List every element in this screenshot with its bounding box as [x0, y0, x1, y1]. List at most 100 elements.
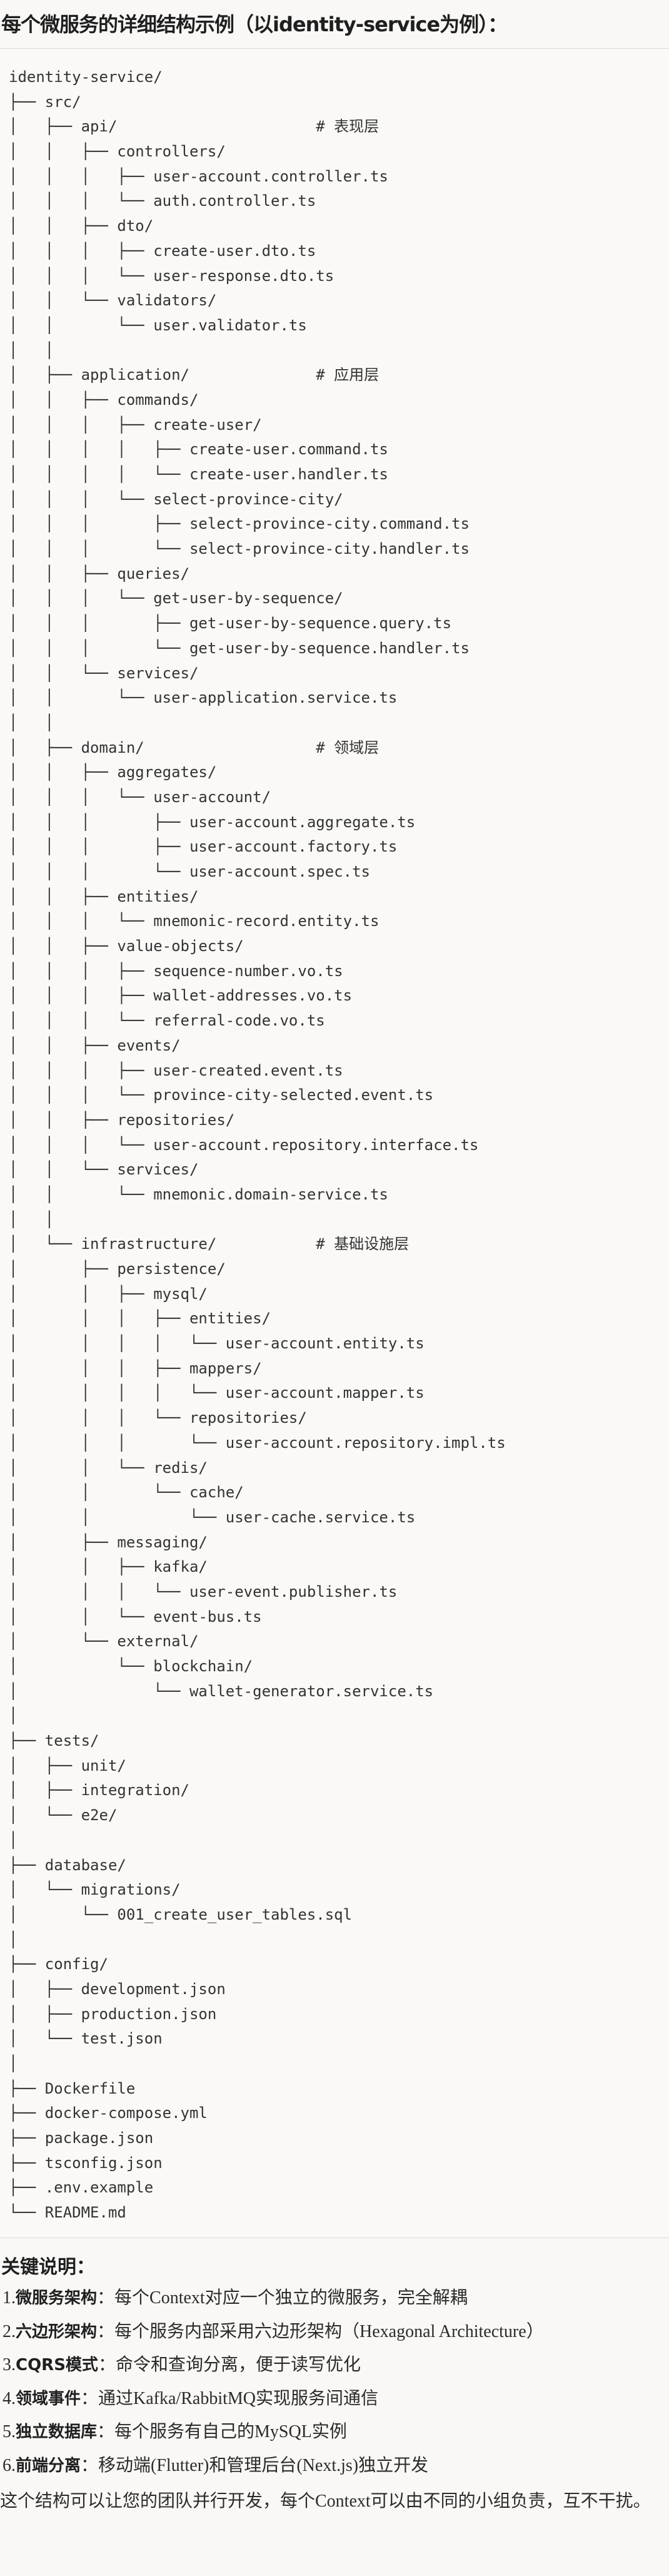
- tree-line: │ │ └── redis/: [9, 1459, 208, 1477]
- tree-line: │ │ │ ├── wallet-addresses.vo.ts: [9, 987, 353, 1005]
- tree-line: │ │ │ ├── create-user.dto.ts: [9, 242, 316, 260]
- tree-line: │ ├── development.json: [9, 1980, 226, 1998]
- note-item: 1.微服务架构：每个Context对应一个独立的微服务，完全解耦: [3, 2287, 544, 2321]
- note-text: 命令和查询分离，便于读写优化: [115, 2355, 361, 2375]
- note-separator: ：: [81, 2455, 99, 2475]
- tree-line: identity-service/: [9, 68, 163, 86]
- tree-line: │ │ │ │ └── create-user.handler.ts: [9, 466, 388, 483]
- tree-line: │ ├── application/ # 应用层: [9, 366, 380, 384]
- tree-line: ├── database/: [9, 1856, 126, 1874]
- note-number: 1.: [3, 2288, 16, 2308]
- tree-line: │ │ │ └── get-user-by-sequence.handler.t…: [9, 639, 470, 657]
- tree-line: ├── Dockerfile: [9, 2079, 136, 2097]
- note-separator: ：: [81, 2388, 99, 2408]
- note-separator: ：: [97, 2288, 115, 2308]
- tree-line: │ │ │ └── auth.controller.ts: [9, 192, 316, 210]
- tree-line: │ ├── unit/: [9, 1756, 126, 1774]
- tree-line: ├── config/: [9, 1955, 108, 1973]
- note-term: 微服务架构: [16, 2289, 98, 2308]
- tree-line: │ │ │ ├── create-user/: [9, 415, 262, 434]
- tree-line: │ │ └── event-bus.ts: [9, 1607, 262, 1626]
- tree-line: │ │ ├── aggregates/: [9, 763, 217, 781]
- tree-line: │ │ │ └── referral-code.vo.ts: [9, 1012, 325, 1030]
- tree-line: │ └── external/: [9, 1632, 199, 1651]
- tree-line: │ │ │ ├── user-account.factory.ts: [9, 838, 398, 856]
- tree-line: │ ├── messaging/: [9, 1533, 208, 1551]
- tree-line: │ │ │ └── user-account/: [9, 788, 271, 806]
- tree-line: │ │ └── services/: [9, 1161, 199, 1179]
- note-term: 六边形架构: [16, 2322, 98, 2341]
- tree-line: │ │ └── user-application.service.ts: [9, 689, 398, 707]
- tree-line: │ │ ├── entities/: [9, 887, 199, 905]
- tree-line: │ │ │ │ ├── create-user.command.ts: [9, 440, 388, 459]
- tree-line: │ │ ├── events/: [9, 1036, 181, 1054]
- tree-line: │ │ ├── controllers/: [9, 143, 226, 161]
- tree-line: │ │ │ └── user-account.repository.interf…: [9, 1136, 479, 1154]
- code-block: identity-service/ ├── src/ │ ├── api/ # 表现…: [0, 48, 669, 2238]
- tree-line: │ ├── api/ # 表现层: [9, 118, 380, 136]
- tree-line: │ │ │ └── mnemonic-record.entity.ts: [9, 912, 380, 930]
- note-number: 6.: [3, 2455, 16, 2475]
- tree-line: │ │ │ └── repositories/: [9, 1409, 307, 1427]
- tree-line: │ └── test.json: [9, 2030, 163, 2048]
- tree-line: │ └── migrations/: [9, 1881, 181, 1899]
- tree-line: │: [9, 1707, 18, 1725]
- tree-line: ├── src/: [9, 93, 81, 111]
- note-number: 3.: [3, 2355, 16, 2375]
- tree-line: │ ├── domain/ # 领域层: [9, 738, 380, 756]
- note-item: 5.独立数据库：每个服务有自己的MySQL实例: [3, 2421, 544, 2455]
- note-number: 4.: [3, 2388, 16, 2408]
- note-item: 3.CQRS模式：命令和查询分离，便于读写优化: [3, 2354, 544, 2388]
- note-text: 通过Kafka/RabbitMQ实现服务间通信: [98, 2388, 378, 2408]
- tree-line: │ │ │ ├── entities/: [9, 1310, 271, 1328]
- tree-line: │ │ │ ├── sequence-number.vo.ts: [9, 962, 343, 980]
- tree-line: │ │ │ └── get-user-by-sequence/: [9, 589, 343, 608]
- note-number: 2.: [3, 2321, 16, 2341]
- tree-line: │ │: [9, 713, 54, 731]
- tree-line: │ │ │ ├── user-account.aggregate.ts: [9, 813, 416, 831]
- tree-line: ├── docker-compose.yml: [9, 2104, 208, 2122]
- note-separator: ：: [98, 2355, 116, 2375]
- tree-line: │ ├── production.json: [9, 2005, 217, 2023]
- tree-line: │: [9, 1831, 18, 1849]
- tree-line: │ │ └── user.validator.ts: [9, 316, 307, 334]
- tree-line: │ │: [9, 341, 54, 359]
- tree-line: │ └── wallet-generator.service.ts: [9, 1682, 434, 1700]
- page-title: 每个微服务的详细结构示例（以identity-service为例）：: [1, 13, 508, 36]
- tree-line: │ ├── persistence/: [9, 1260, 226, 1278]
- tree-line: │ │ └── cache/: [9, 1484, 244, 1502]
- tree-line: │ │ ├── kafka/: [9, 1558, 208, 1576]
- tree-line: │ └── infrastructure/ # 基础设施层: [9, 1235, 410, 1253]
- tree-line: └── README.md: [9, 2204, 126, 2222]
- tree-line: │ │ ├── dto/: [9, 217, 154, 235]
- note-number: 5.: [3, 2422, 16, 2441]
- tree-line: │ │ │ └── select-province-city/: [9, 490, 343, 508]
- note-text: 每个服务有自己的MySQL实例: [114, 2422, 347, 2441]
- directory-tree: identity-service/ ├── src/ │ ├── api/ # 表现…: [9, 65, 506, 2226]
- tree-line: │ │ └── mnemonic.domain-service.ts: [9, 1185, 388, 1203]
- summary-text: 这个结构可以让您的团队并行开发，每个Context可以由不同的小组负责，互不干扰…: [0, 2492, 651, 2511]
- tree-line: │ │: [9, 1210, 54, 1228]
- tree-line: │: [9, 2055, 18, 2072]
- tree-line: │: [9, 1930, 18, 1948]
- tree-line: │ └── e2e/: [9, 1806, 118, 1825]
- tree-line: │ │ ├── mysql/: [9, 1285, 208, 1303]
- tree-line: │ │ │ └── user-account.spec.ts: [9, 863, 370, 880]
- tree-line: │ │ │ ├── get-user-by-sequence.query.ts: [9, 614, 452, 633]
- tree-line: ├── tests/: [9, 1732, 99, 1750]
- note-term: 领域事件: [16, 2389, 81, 2408]
- notes-heading: 关键说明：: [1, 2256, 95, 2278]
- note-item: 6.前端分离：移动端(Flutter)和管理后台(Next.js)独立开发: [3, 2455, 544, 2488]
- tree-line: │ │ │ ├── mappers/: [9, 1359, 262, 1377]
- tree-line: │ │ │ └── user-response.dto.ts: [9, 267, 334, 285]
- tree-line: │ │ │ ├── user-account.controller.ts: [9, 167, 388, 185]
- tree-line: │ │ ├── commands/: [9, 390, 199, 409]
- note-text: 移动端(Flutter)和管理后台(Next.js)独立开发: [98, 2455, 429, 2475]
- tree-line: │ ├── integration/: [9, 1781, 189, 1800]
- note-separator: ：: [97, 2422, 115, 2441]
- note-term: CQRS模式: [16, 2356, 98, 2375]
- note-term: 独立数据库: [16, 2423, 98, 2441]
- tree-line: │ │ │ └── user-event.publisher.ts: [9, 1582, 398, 1601]
- tree-line: │ │ │ └── select-province-city.handler.t…: [9, 540, 470, 558]
